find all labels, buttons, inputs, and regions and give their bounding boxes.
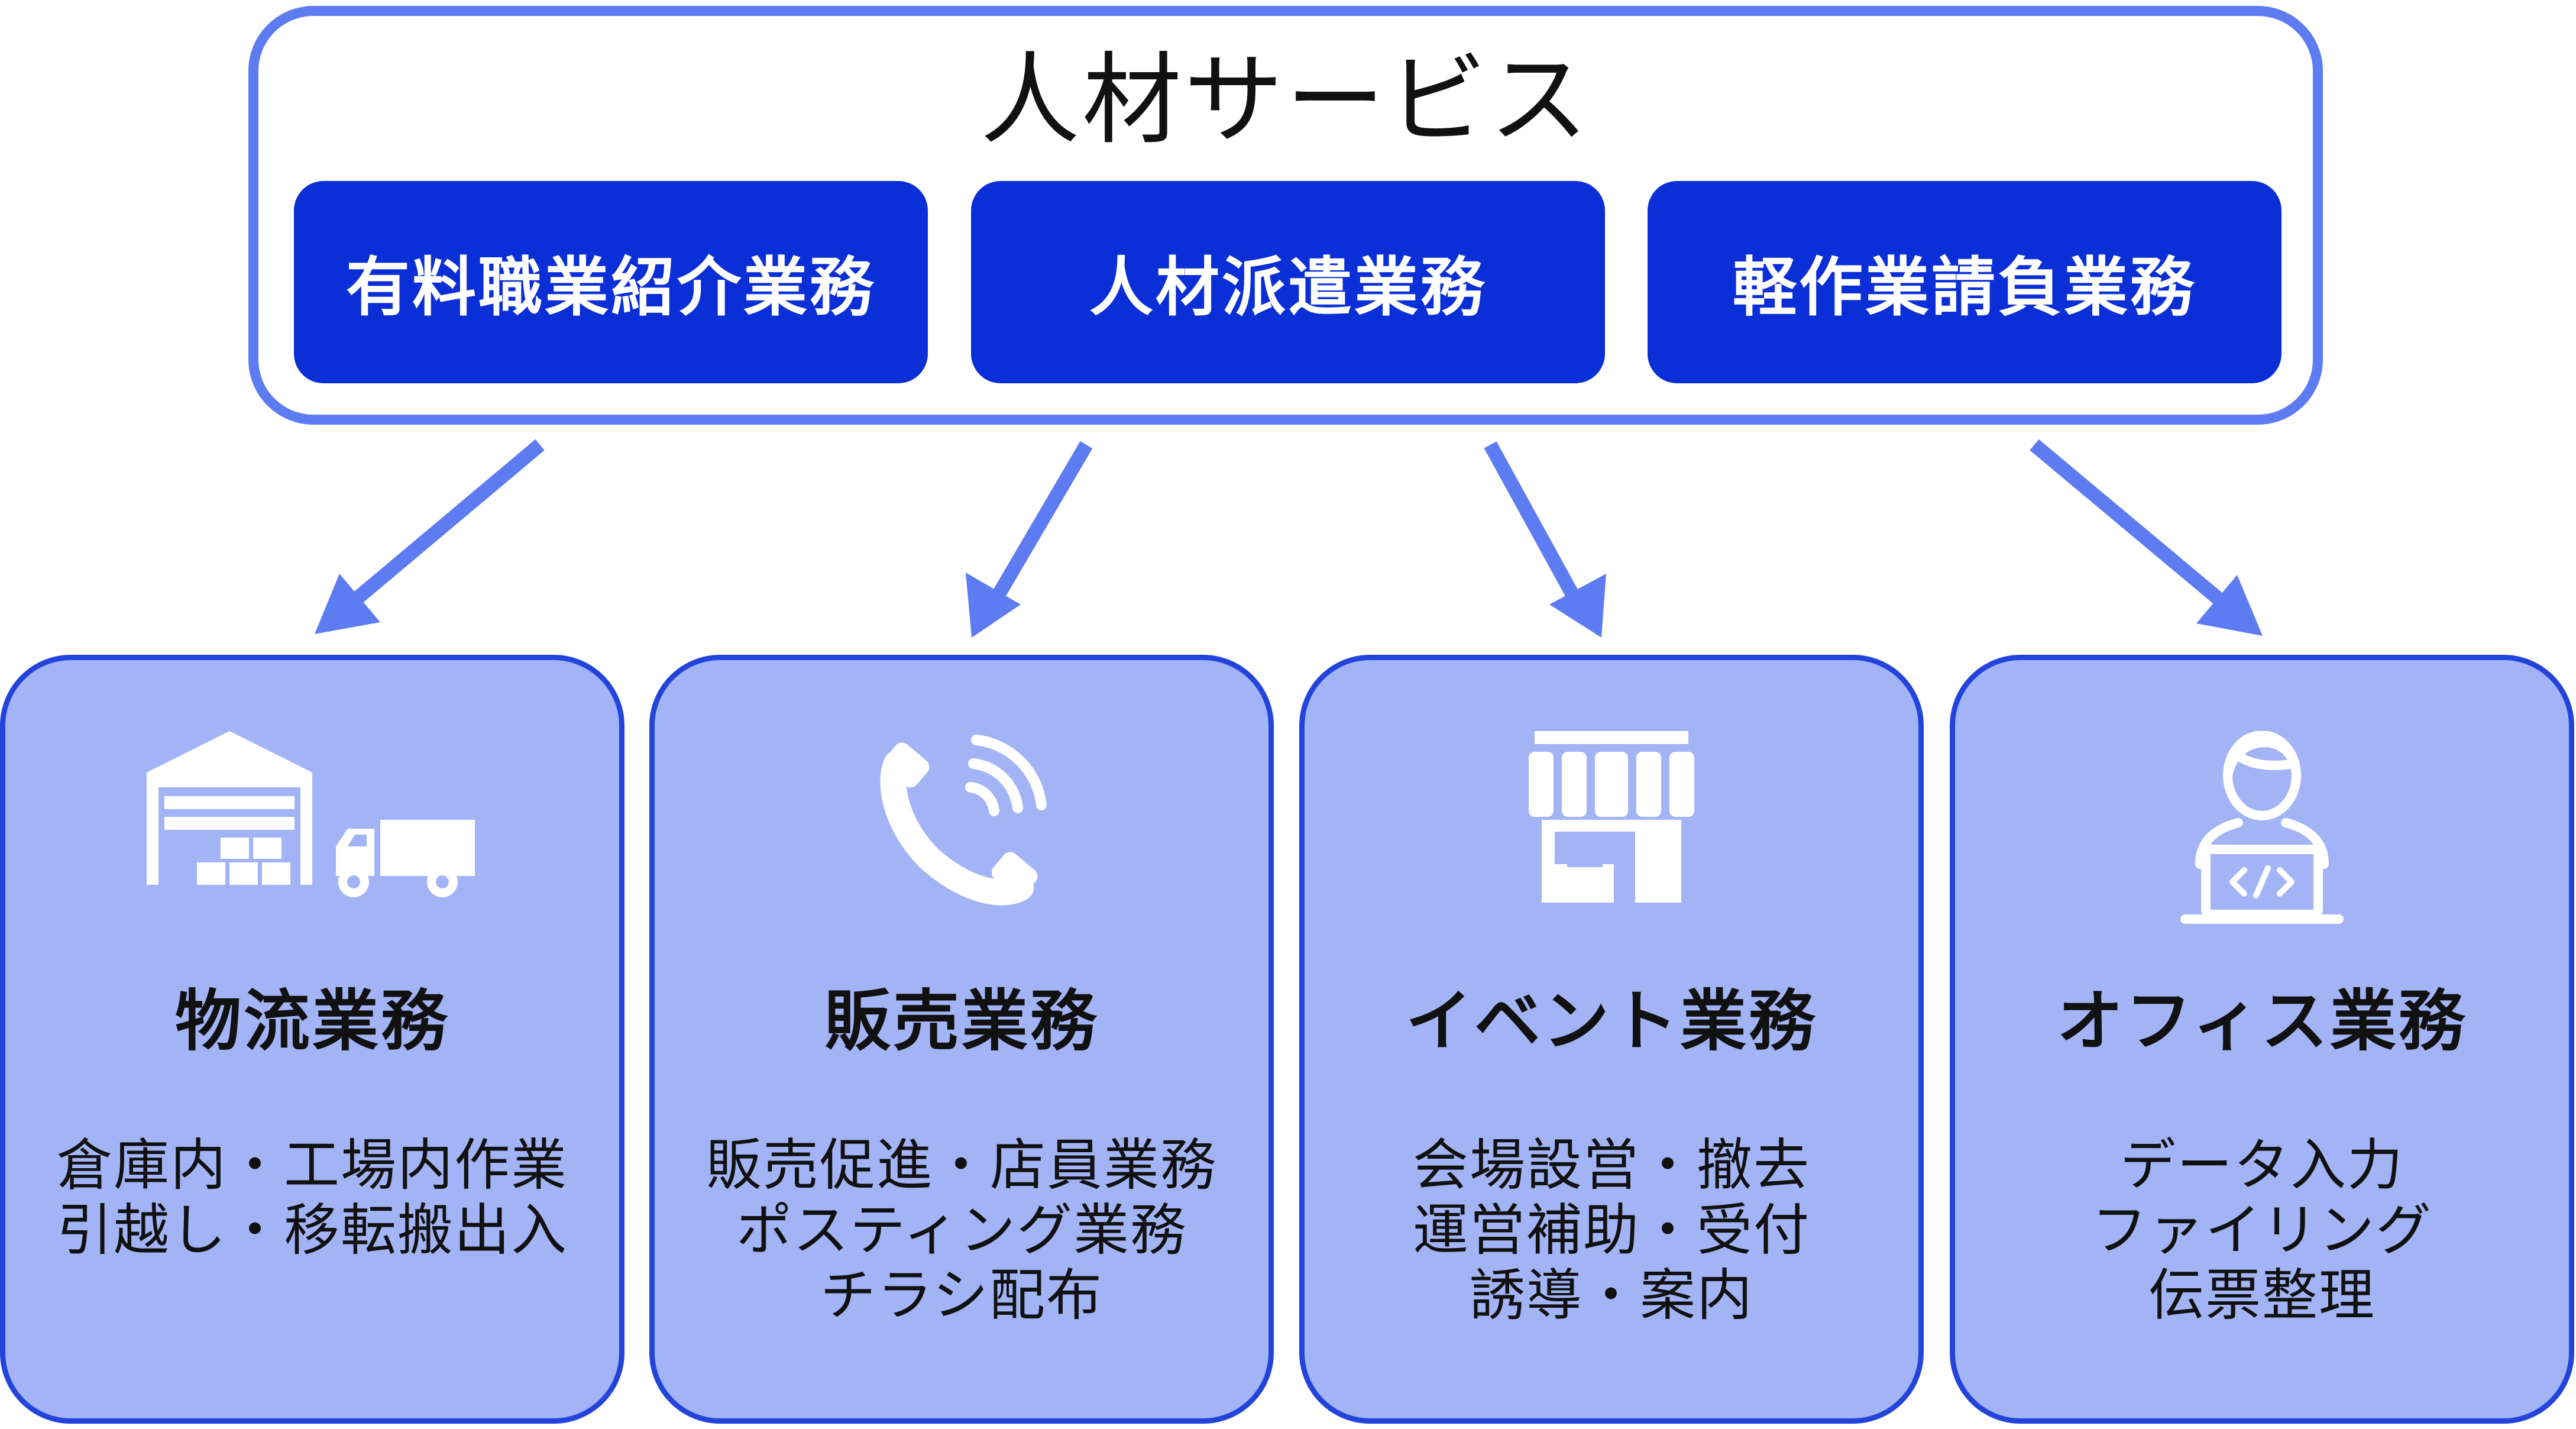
card-title: 販売業務 — [824, 983, 1099, 1060]
card-line: ファイリング — [2091, 1198, 2432, 1263]
arrow-to-event — [1484, 441, 1606, 638]
card-description: データ入力 ファイリング 伝票整理 — [1955, 1133, 2569, 1328]
card-line: 会場設営・撤去 — [1412, 1133, 1810, 1198]
card-title: イベント業務 — [1406, 983, 1817, 1060]
card-title: 物流業務 — [175, 983, 449, 1060]
warehouse-truck-icon — [147, 731, 475, 897]
card-title: オフィス業務 — [2057, 983, 2467, 1060]
card-line: 販売促進・店員業務 — [706, 1133, 1217, 1198]
card-line: 倉庫内・工場内作業 — [56, 1133, 568, 1198]
card-line: 引越し・移転搬出入 — [56, 1198, 568, 1263]
card-description: 会場設営・撤去 運営補助・受付 誘導・案内 — [1305, 1133, 1918, 1328]
top-header: 人材サービス — [248, 6, 2323, 183]
card-sales: 販売業務 販売促進・店員業務 ポスティング業務 チラシ配布 — [649, 655, 1274, 1424]
card-line: 誘導・案内 — [1469, 1263, 1753, 1328]
card-logistics: 物流業務 倉庫内・工場内作業 引越し・移転搬出入 — [0, 655, 624, 1424]
storefront-icon — [1529, 731, 1694, 903]
card-line: 運営補助・受付 — [1412, 1198, 1810, 1263]
arrow-to-logistics — [315, 439, 545, 634]
card-event: イベント業務 会場設営・撤去 運営補助・受付 誘導・案内 — [1299, 655, 1924, 1424]
card-line: データ入力 — [2119, 1133, 2404, 1198]
card-line: 伝票整理 — [2148, 1263, 2376, 1328]
diagram-title: 人材サービス — [980, 42, 1591, 158]
arrow-to-sales — [966, 441, 1093, 638]
office-worker-laptop-icon — [2180, 731, 2344, 924]
card-description: 販売促進・店員業務 ポスティング業務 チラシ配布 — [655, 1133, 1268, 1328]
service-box-contract: 軽作業請負業務 — [1648, 181, 2281, 383]
card-line: チラシ配布 — [820, 1263, 1103, 1328]
card-line: ポスティング業務 — [736, 1198, 1187, 1263]
service-box-dispatch: 人材派遣業務 — [971, 181, 1605, 383]
card-description: 倉庫内・工場内作業 引越し・移転搬出入 — [5, 1133, 619, 1263]
service-box-placement: 有料職業紹介業務 — [294, 181, 928, 383]
phone-call-icon — [880, 735, 1047, 906]
card-office: オフィス業務 データ入力 ファイリング 伝票整理 — [1950, 655, 2574, 1424]
arrow-to-office — [2030, 439, 2263, 636]
